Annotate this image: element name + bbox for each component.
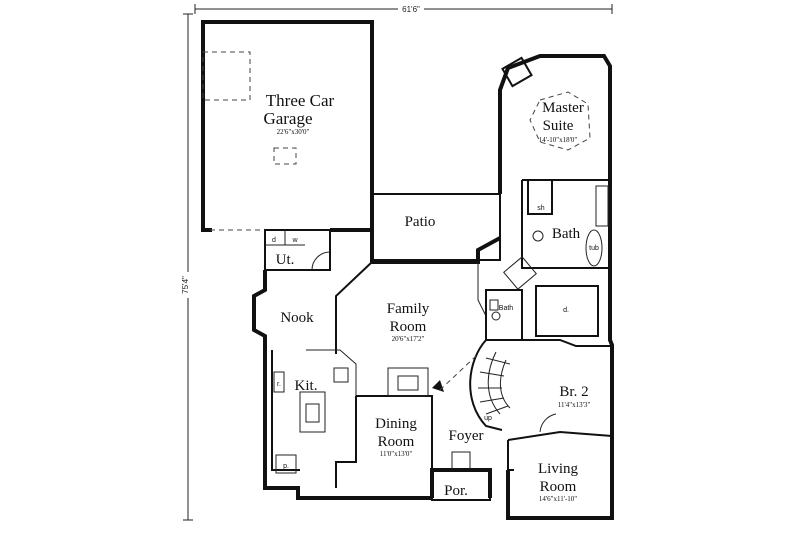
family-room-label-line1: Family bbox=[387, 301, 430, 317]
living-room-size: 14'6"x11'-10" bbox=[539, 495, 577, 503]
family-room-size: 20'6"x17'2" bbox=[392, 335, 425, 343]
dryer-label: d bbox=[272, 237, 276, 244]
master-bath-label: Bath bbox=[552, 226, 581, 242]
master-suite-label-line1: Master bbox=[542, 100, 584, 116]
patio-label: Patio bbox=[405, 214, 436, 230]
master-suite-size: 14'-10"x18'0" bbox=[539, 136, 578, 144]
garage-size: 22'6"x30'0" bbox=[277, 128, 310, 136]
foyer-label: Foyer bbox=[449, 428, 484, 444]
garage-label-line2: Garage bbox=[263, 109, 312, 128]
tub-label: tub bbox=[589, 245, 599, 252]
bedroom2-size: 11'4"x13'3" bbox=[558, 401, 591, 409]
living-room-label-line1: Living bbox=[538, 461, 578, 477]
garage-label-line1: Three Car bbox=[266, 91, 335, 110]
dining-room-walls bbox=[335, 367, 444, 498]
master-bath-walls bbox=[503, 179, 610, 290]
dining-room-label-line1: Dining bbox=[375, 416, 417, 432]
depth-dimension-line bbox=[183, 13, 193, 521]
width-dimension-label: 61'6" bbox=[402, 5, 420, 14]
master-suite-label-line2: Suite bbox=[543, 118, 574, 134]
closet-label: d. bbox=[563, 307, 569, 314]
utility-label: Ut. bbox=[276, 252, 295, 268]
shower-label: sh bbox=[537, 205, 545, 212]
foyer-stairs bbox=[439, 339, 511, 470]
kitchen-cabinets bbox=[271, 349, 357, 474]
washer-label: w bbox=[291, 237, 298, 244]
porch-outline bbox=[431, 469, 491, 501]
kitchen-label: Kit. bbox=[295, 378, 318, 394]
bedroom2-label: Br. 2 bbox=[559, 384, 588, 400]
family-room-label-line2: Room bbox=[390, 319, 427, 335]
depth-dimension-label: 75'4" bbox=[181, 276, 190, 294]
dining-room-label-line2: Room bbox=[378, 434, 415, 450]
pantry-label: p. bbox=[283, 463, 289, 470]
porch-label: Por. bbox=[444, 483, 468, 499]
living-room-label-line2: Room bbox=[540, 479, 577, 495]
bedroom2-walls bbox=[507, 285, 613, 441]
dining-room-size: 11'0"x13'0" bbox=[380, 450, 413, 458]
stairs-up-label: up bbox=[484, 415, 492, 422]
refrigerator-label: r. bbox=[277, 381, 281, 388]
small-bath-walls bbox=[485, 289, 523, 341]
living-room-walls bbox=[507, 440, 514, 471]
small-bath-label: Bath bbox=[499, 305, 514, 312]
nook-label: Nook bbox=[280, 310, 314, 326]
utility-room-walls bbox=[264, 229, 331, 271]
